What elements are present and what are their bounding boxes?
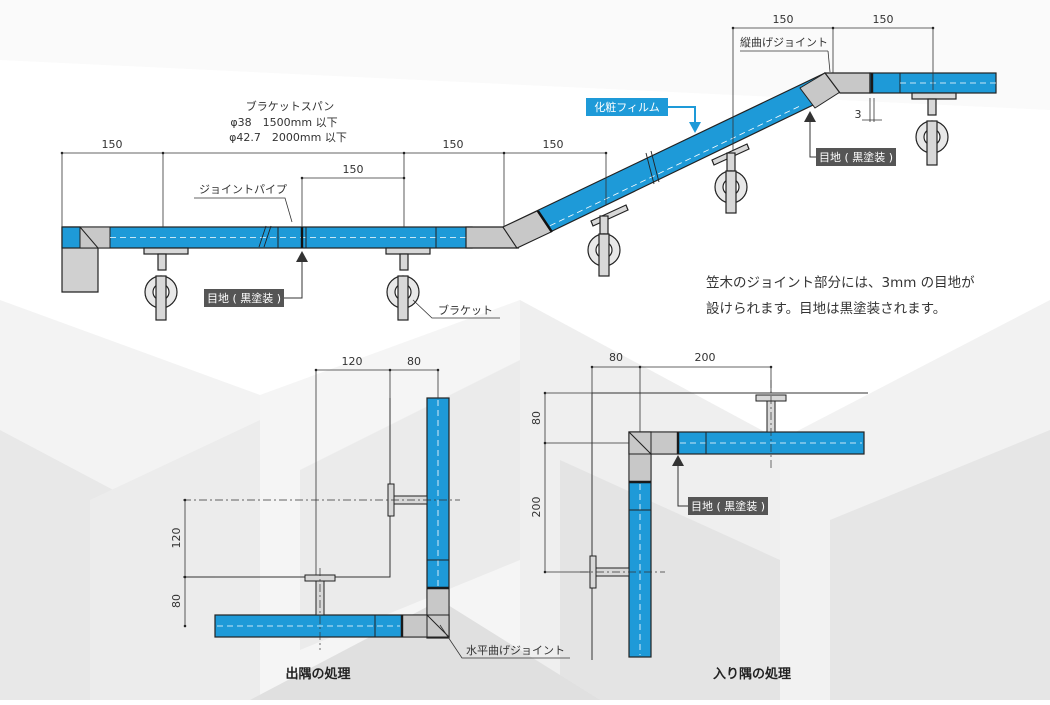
film-label: 化粧フィルム xyxy=(594,100,660,114)
inner-gap-callout: 目地 ( 黒塗装 ) xyxy=(672,455,768,515)
vertical-joint-callout: 縦曲げジョイント xyxy=(740,36,831,73)
outer-dim-80-top: 80 xyxy=(407,355,421,368)
horizontal-joint-label: 水平曲げジョイント xyxy=(466,644,565,657)
inner-dim-80-left: 80 xyxy=(530,411,543,425)
dim-3: 3 xyxy=(855,108,862,121)
stair-brackets xyxy=(143,92,957,321)
inner-dim-80-top: 80 xyxy=(609,351,623,364)
gap-label-left: 目地 ( 黒塗装 ) xyxy=(207,291,281,305)
inner-gap-label: 目地 ( 黒塗装 ) xyxy=(691,499,765,513)
bracket-span-line1: φ38 1500mm 以下 xyxy=(230,116,337,129)
dim-150-a: 150 xyxy=(102,138,123,151)
dim-150-e: 150 xyxy=(873,13,894,26)
dim-150-c: 150 xyxy=(543,138,564,151)
joint-pipe-callout: ジョイントパイプ xyxy=(194,183,293,223)
vertical-joint-label: 縦曲げジョイント xyxy=(740,36,828,49)
gap-callout-right: 目地 ( 黒塗装 ) xyxy=(804,111,896,166)
outer-corner-drawing xyxy=(183,397,460,650)
stair-dimension-lines xyxy=(60,26,935,227)
inner-dim-200-left: 200 xyxy=(530,497,543,518)
inner-corner-dimensions xyxy=(543,365,773,574)
horizontal-joint-callout: 水平曲げジョイント xyxy=(439,624,570,659)
dim-150-d: 150 xyxy=(773,13,794,26)
outer-dim-80-left: 80 xyxy=(170,594,183,608)
joint-pipe-label: ジョイントパイプ xyxy=(199,183,287,196)
inner-corner-caption: 入り隅の処理 xyxy=(713,666,791,682)
bracket-callout: ブラケット xyxy=(412,299,500,319)
gap-callout-left: 目地 ( 黒塗装 ) xyxy=(204,251,308,307)
stair-handrail-drawing xyxy=(61,72,997,293)
dim-150-sub: 150 xyxy=(343,163,364,176)
bracket-span-title: ブラケットスパン xyxy=(246,99,335,113)
dim-150-b: 150 xyxy=(443,138,464,151)
note-line1: 笠木のジョイント部分には、3mm の目地が xyxy=(706,275,975,291)
outer-dim-120-left: 120 xyxy=(170,528,183,549)
bracket-label: ブラケット xyxy=(438,303,493,317)
outer-corner-dimensions xyxy=(183,368,440,628)
inner-corner-drawing xyxy=(580,380,868,660)
note-line2: 設けられます。目地は黒塗装されます。 xyxy=(706,300,946,317)
film-callout: 化粧フィルム xyxy=(586,98,701,133)
outer-dim-120-top: 120 xyxy=(342,355,363,368)
gap-label-right: 目地 ( 黒塗装 ) xyxy=(819,150,893,164)
bracket-span-line2: φ42.7 2000mm 以下 xyxy=(229,131,347,144)
inner-dim-200-top: 200 xyxy=(695,351,716,364)
outer-corner-caption: 出隅の処理 xyxy=(285,666,350,682)
